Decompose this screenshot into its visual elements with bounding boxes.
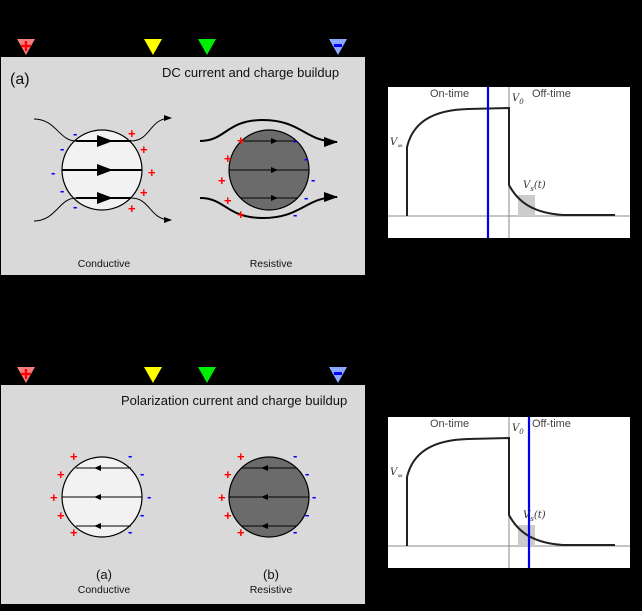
svg-text:+: + [57, 508, 65, 523]
potential-electrode-m-marker [144, 367, 162, 383]
resistive-caption: Resistive [249, 258, 293, 270]
svg-text:-: - [51, 165, 55, 180]
svg-text:-: - [305, 466, 309, 481]
svg-text:+: + [140, 142, 148, 157]
svg-text:+: + [128, 201, 136, 216]
off-time-label: Off-time [532, 418, 571, 430]
resistive-sphere: + + + + + - - - - - [218, 448, 316, 540]
potential-electrode-n-marker [198, 367, 216, 383]
svg-text:+: + [224, 193, 232, 208]
svg-text:-: - [305, 507, 309, 522]
on-time-label: On-time [430, 88, 470, 100]
svg-text:-: - [304, 190, 308, 205]
panel-letter: (a) [10, 71, 30, 88]
svg-text:+: + [128, 126, 136, 141]
polarization-current-panel: Polarization current and charge buildup … [1, 385, 365, 604]
resistive-caption: Resistive [249, 584, 293, 596]
svg-text:-: - [147, 489, 151, 504]
dc-current-diagram: - - - - - + + + + + + [33, 115, 338, 223]
svg-text:+: + [57, 467, 65, 482]
resistive-sphere: + + + + + - - - - - [199, 118, 338, 222]
potential-electrode-m-marker [144, 39, 162, 55]
polarization-voltage-time-graph: On-time Off-time V0 V∞ Vs(t) [388, 417, 630, 568]
panel-title: Polarization current and charge buildup [121, 393, 348, 408]
svg-text:-: - [140, 507, 144, 522]
conductive-sphere: + + + + + - - - - - [50, 448, 151, 540]
svg-text:-: - [60, 141, 64, 156]
svg-text:-: - [293, 207, 297, 222]
svg-text:+: + [218, 173, 226, 188]
conductive-sphere: - - - - - + + + + + [33, 115, 172, 223]
svg-text:-: - [128, 524, 132, 539]
off-time-label: Off-time [532, 88, 571, 100]
svg-text:+: + [50, 490, 58, 505]
v-secondary-label: Vs(t) [523, 180, 546, 193]
svg-text:+: + [70, 525, 78, 540]
svg-text:+: + [70, 449, 78, 464]
current-electrode-negative-marker [329, 367, 347, 383]
svg-text:+: + [148, 165, 156, 180]
polarization-diagram: + + + + + - - - - - + + + [50, 448, 316, 540]
svg-text:-: - [73, 199, 77, 214]
svg-text:-: - [73, 126, 77, 141]
svg-text:+: + [224, 151, 232, 166]
resistive-letter: (b) [263, 567, 279, 582]
svg-text:+: + [218, 490, 226, 505]
svg-text:-: - [304, 151, 308, 166]
svg-text:-: - [293, 524, 297, 539]
dc-current-panel: (a) DC current and charge buildup - [1, 57, 365, 275]
svg-text:-: - [311, 172, 315, 187]
svg-text:-: - [293, 133, 297, 148]
v-secondary-label: Vs(t) [523, 510, 546, 523]
svg-text:-: - [293, 448, 297, 463]
current-electrode-negative-marker [329, 39, 347, 55]
svg-text:-: - [60, 183, 64, 198]
svg-text:+: + [224, 508, 232, 523]
current-electrode-positive-marker [17, 39, 35, 55]
svg-text:-: - [312, 489, 316, 504]
svg-text:+: + [237, 133, 245, 148]
conductive-caption: Conductive [77, 258, 131, 270]
potential-electrode-n-marker [198, 39, 216, 55]
v-zero-label: V0 [512, 423, 524, 436]
conductive-letter: (a) [96, 567, 112, 582]
svg-text:-: - [128, 448, 132, 463]
svg-text:+: + [237, 525, 245, 540]
svg-text:+: + [237, 207, 245, 222]
panel-title: DC current and charge buildup [162, 65, 340, 80]
conductive-caption: Conductive [77, 584, 131, 596]
svg-text:-: - [140, 466, 144, 481]
v-infinity-label: V∞ [390, 467, 404, 480]
v-infinity-label: V∞ [390, 137, 404, 150]
svg-text:+: + [224, 467, 232, 482]
v-zero-label: V0 [512, 93, 524, 106]
current-electrode-positive-marker [17, 367, 35, 383]
svg-text:+: + [237, 449, 245, 464]
on-time-label: On-time [430, 418, 470, 430]
dc-voltage-time-graph: On-time Off-time V0 V∞ Vs(t) [388, 87, 630, 238]
svg-text:+: + [140, 185, 148, 200]
